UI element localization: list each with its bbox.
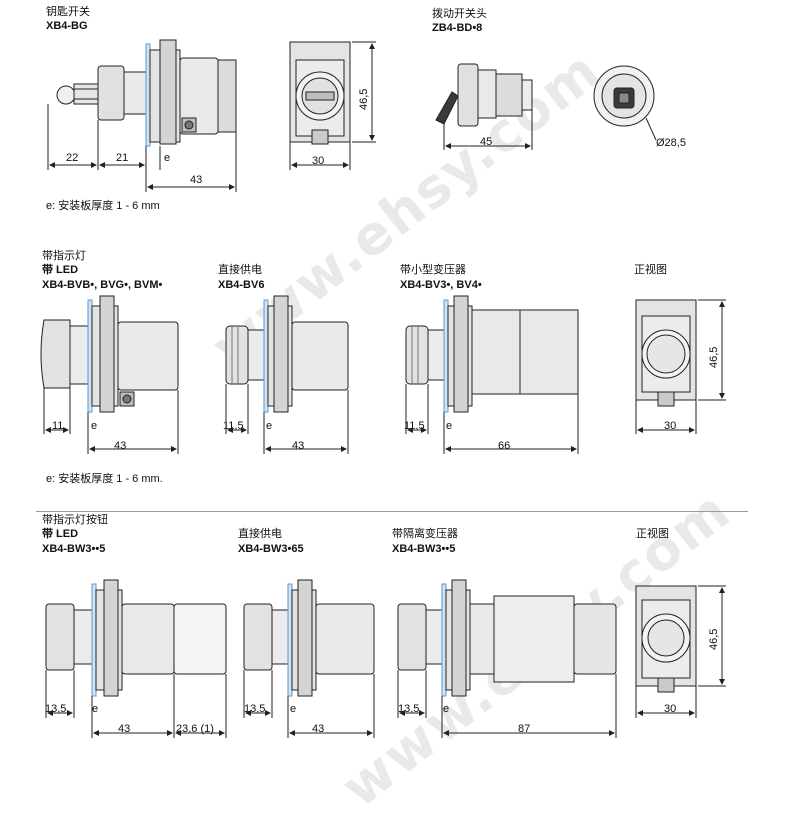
illuminated-button-code: XB4-BW3••5 [42, 543, 106, 555]
front-view-title: 正视图 [634, 264, 667, 276]
transformer-side-view [405, 295, 579, 454]
dim-e: e [91, 420, 98, 432]
transformer-title: 带小型变压器 [400, 264, 466, 276]
illuminated-button-title: 带指示灯按钮 [42, 514, 108, 526]
dim-43: 43 [190, 174, 203, 186]
illuminated-button-led: 带 LED [42, 528, 79, 540]
mounting-note-1: e: 安装板厚度 1 - 6 mm [46, 200, 160, 212]
dim-e: e [164, 152, 171, 164]
dim-e: e [290, 703, 297, 715]
direct-supply-title: 直接供电 [218, 264, 262, 276]
dim-e: e [92, 703, 99, 715]
mounting-note-2: e: 安装板厚度 1 - 6 mm. [46, 473, 163, 485]
front-view-title-2: 正视图 [636, 528, 669, 540]
dim-e: e [443, 703, 450, 715]
pilot-light-title: 带指示灯 [42, 250, 86, 262]
dim-11: 11 [52, 420, 64, 432]
section-divider [36, 511, 748, 512]
key-switch-front-view [289, 41, 376, 170]
isolating-transformer-title: 带隔离变压器 [392, 528, 458, 540]
illuminated-button-side-view [45, 579, 227, 738]
dim-diameter: Ø28,5 [656, 137, 686, 149]
front-view-drawing-2 [635, 585, 726, 718]
direct-supply-side-view [225, 295, 349, 454]
dim-22: 22 [66, 152, 79, 164]
dim-21: 21 [116, 152, 129, 164]
toggle-head-code: ZB4-BD•8 [432, 22, 483, 34]
isolating-transformer-code: XB4-BW3••5 [392, 543, 456, 555]
pilot-light-led: 带 LED [42, 264, 79, 276]
direct-supply-code: XB4-BV6 [218, 279, 265, 291]
direct-supply-title-2: 直接供电 [238, 528, 282, 540]
direct-supply-code-2: XB4-BW3•65 [238, 543, 304, 555]
isolating-transformer-side-view [397, 579, 617, 738]
front-view-drawing [635, 299, 726, 434]
key-switch-code: XB4-BG [46, 20, 88, 32]
direct-supply-button-side-view [243, 579, 375, 738]
dim-e: e [266, 420, 273, 432]
key-switch-side-view [47, 39, 237, 192]
toggle-head-title: 拨动开关头 [432, 8, 487, 20]
key-switch-title: 钥匙开关 [46, 6, 90, 18]
technical-drawings [40, 39, 726, 738]
pilot-light-code: XB4-BVB•, BVG•, BVM• [42, 279, 163, 291]
dim-e: e [446, 420, 453, 432]
pilot-light-side-view [40, 295, 179, 454]
toggle-head-side-view [435, 63, 533, 150]
toggle-head-front-view [593, 65, 657, 141]
transformer-code: XB4-BV3•, BV4• [400, 279, 482, 291]
